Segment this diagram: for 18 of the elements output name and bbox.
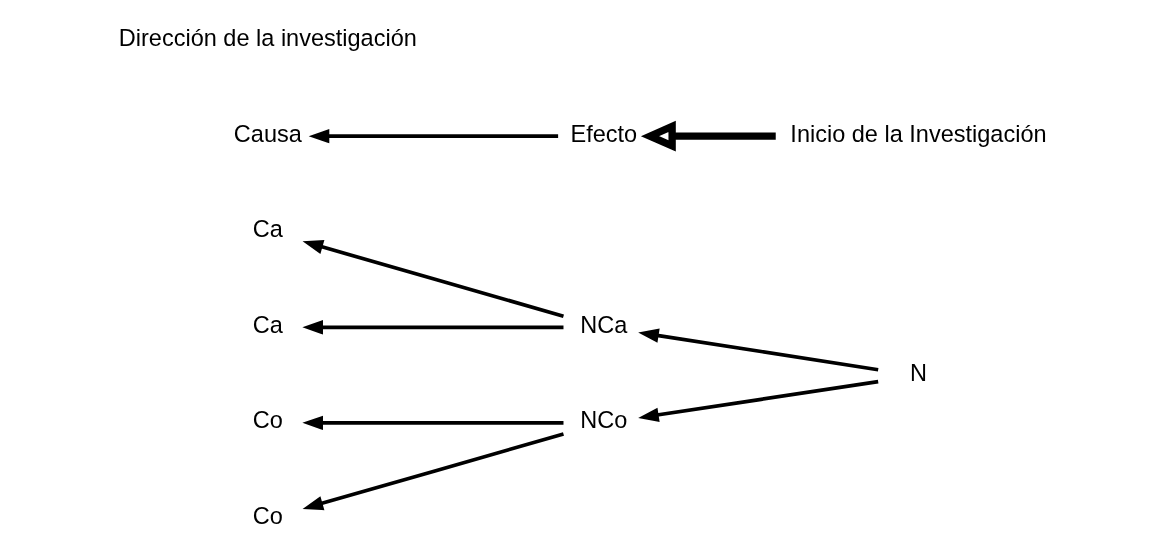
node-text: Causa bbox=[233, 120, 302, 147]
node-text: Co bbox=[252, 503, 283, 530]
arrow bbox=[638, 379, 879, 422]
node-text: N bbox=[910, 360, 927, 387]
node-text: Inicio de la Investigación bbox=[790, 120, 1047, 147]
label: Dirección de la investigación bbox=[118, 25, 417, 52]
arrow bbox=[308, 128, 559, 144]
node-text: NCo bbox=[580, 407, 628, 434]
arrow bbox=[302, 320, 564, 335]
arrow bbox=[638, 328, 879, 372]
arrow bbox=[302, 432, 564, 511]
node-text: NCa bbox=[580, 311, 628, 338]
node-text: Ca bbox=[252, 311, 283, 338]
node-text: Ca bbox=[252, 216, 283, 243]
arrow bbox=[302, 415, 564, 431]
node-text: Co bbox=[252, 407, 283, 434]
node-text: Efecto bbox=[570, 120, 638, 147]
arrow bbox=[302, 240, 564, 318]
